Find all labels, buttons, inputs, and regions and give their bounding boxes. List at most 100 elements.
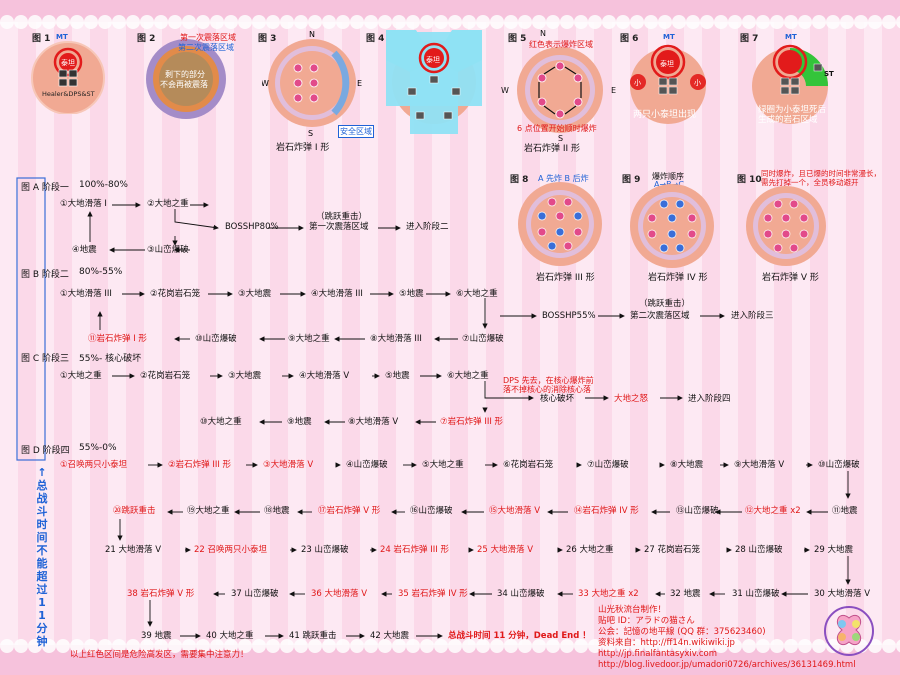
d23: 23 山峦爆破 xyxy=(301,545,349,555)
fig6-boss: 泰坦 xyxy=(660,59,674,68)
figure-3-label: 图 3 xyxy=(258,34,277,44)
d16: ⑯山峦爆破 xyxy=(410,506,453,516)
figure-10-label: 图 10 xyxy=(737,175,762,185)
c6: ⑥大地之重 xyxy=(447,371,489,381)
lace-scallop-bottom xyxy=(98,639,112,653)
c5: ⑤地震 xyxy=(385,371,410,381)
lace-scallop-top xyxy=(28,15,42,29)
d30: 30 大地滑落 V xyxy=(814,589,871,599)
lace-scallop-bottom xyxy=(308,639,322,653)
figure-10 xyxy=(746,186,826,266)
credit-line-1: 山光秋流台制作！ xyxy=(598,605,667,615)
lace-scallop-bottom xyxy=(0,639,14,653)
figure-7-label: 图 7 xyxy=(740,34,759,44)
a7: ④地震 xyxy=(72,245,97,255)
b9: 第二次震落区域 xyxy=(630,311,690,321)
d36: 36 大地滑落 V xyxy=(311,589,368,599)
c7: 核心破坏 xyxy=(540,394,575,404)
lace-scallop-top xyxy=(154,15,168,29)
b7: ⑦山峦爆破 xyxy=(462,334,504,344)
lace-scallop-top xyxy=(56,15,70,29)
lace-scallop-bottom xyxy=(826,639,840,653)
stage-a-range: 100%-80% xyxy=(79,180,128,190)
lace-scallop-bottom xyxy=(196,639,210,653)
d29: 29 大地震 xyxy=(814,545,854,555)
lace-scallop-top xyxy=(336,15,350,29)
d13: ⑬山峦爆破 xyxy=(676,506,719,516)
d17: ⑰岩石炸弹 V 形 xyxy=(318,506,381,516)
fig7-mt: MT xyxy=(785,33,797,41)
lace-scallop-bottom xyxy=(84,639,98,653)
lace-scallop-bottom xyxy=(182,639,196,653)
lace-scallop-bottom xyxy=(616,639,630,653)
lace-scallop-top xyxy=(770,15,784,29)
lace-scallop-bottom xyxy=(224,639,238,653)
lace-scallop-top xyxy=(322,15,336,29)
lace-scallop-top xyxy=(644,15,658,29)
lace-scallop-top xyxy=(392,15,406,29)
lace-scallop-top xyxy=(798,15,812,29)
fig2-center1: 剩下的部分 xyxy=(165,70,205,79)
lace-scallop-bottom xyxy=(728,639,742,653)
lace-scallop-bottom xyxy=(700,639,714,653)
b14: ⑪岩石炸弹 I 形 xyxy=(88,334,147,344)
credit-line-5: http://jp.finalfantasyxiv.com xyxy=(598,649,718,659)
lace-scallop-bottom xyxy=(756,639,770,653)
fig9-caption: 岩石炸弹 IV 形 xyxy=(648,273,708,283)
fig2-zone2: 第二次震落区域 xyxy=(178,43,234,52)
lace-scallop-bottom xyxy=(588,639,602,653)
lace-scallop-top xyxy=(280,15,294,29)
lace-scallop-bottom xyxy=(168,639,182,653)
lace-scallop-bottom xyxy=(126,639,140,653)
figure-5-label: 图 5 xyxy=(508,34,527,44)
guild-logo-icon xyxy=(824,606,874,656)
lace-scallop-top xyxy=(0,15,14,29)
fig1-mt: MT xyxy=(56,34,68,41)
lace-scallop-bottom xyxy=(406,639,420,653)
lace-scallop-bottom xyxy=(630,639,644,653)
lace-scallop-bottom xyxy=(868,639,882,653)
fig5-w-label: W xyxy=(501,86,509,95)
lace-scallop-bottom xyxy=(476,639,490,653)
lace-scallop-top xyxy=(126,15,140,29)
figure-4-label: 图 4 xyxy=(366,34,385,44)
d10: ⑩山峦爆破 xyxy=(818,460,860,470)
d7: ⑦山峦爆破 xyxy=(587,460,629,470)
b4: ④大地滑落 III xyxy=(311,289,363,299)
figure-2-label: 图 2 xyxy=(137,34,156,44)
fig10-caption: 岩石炸弹 V 形 xyxy=(762,273,819,283)
lace-scallop-top xyxy=(518,15,532,29)
c1: ①大地之重 xyxy=(60,371,102,381)
lace-scallop-top xyxy=(630,15,644,29)
d11: ⑪地震 xyxy=(832,506,858,516)
fig5-n-label: N xyxy=(540,29,546,38)
figure-9 xyxy=(630,184,714,268)
lace-scallop-top xyxy=(882,15,896,29)
fig5-e-label: E xyxy=(611,86,617,95)
fig8-caption: 岩石炸弹 III 形 xyxy=(536,273,595,283)
lace-scallop-bottom xyxy=(504,639,518,653)
lace-scallop-bottom xyxy=(322,639,336,653)
b1: ①大地滑落 III xyxy=(60,289,112,299)
c3: ③大地震 xyxy=(228,371,262,381)
d40: 40 大地之重 xyxy=(206,631,254,641)
lace-scallop-top xyxy=(14,15,28,29)
a1: ①大地滑落 I xyxy=(60,199,107,209)
lace-scallop-top xyxy=(224,15,238,29)
d2: ②岩石炸弹 III 形 xyxy=(168,460,232,470)
d37: 37 山峦爆破 xyxy=(231,589,279,599)
d21: 21 大地滑落 V xyxy=(105,545,162,555)
fig6-caption: 两只小泰坦出现 xyxy=(633,110,697,120)
lace-scallop-top xyxy=(756,15,770,29)
d26: 26 大地之重 xyxy=(566,545,614,555)
d32: 32 地震 xyxy=(670,589,701,599)
fig7-st: ST xyxy=(824,70,834,78)
lace-scallop-bottom xyxy=(658,639,672,653)
fig2-center2: 不会再被震落 xyxy=(160,80,208,89)
lace-scallop-top xyxy=(728,15,742,29)
flow-arrow xyxy=(484,381,534,401)
lace-scallop-top xyxy=(854,15,868,29)
d24: 24 岩石炸弹 III 形 xyxy=(380,545,449,555)
fig7-caption-1: 绿圈为小泰坦死后 xyxy=(758,105,827,115)
a4: 第一次震落区域 xyxy=(309,222,369,232)
